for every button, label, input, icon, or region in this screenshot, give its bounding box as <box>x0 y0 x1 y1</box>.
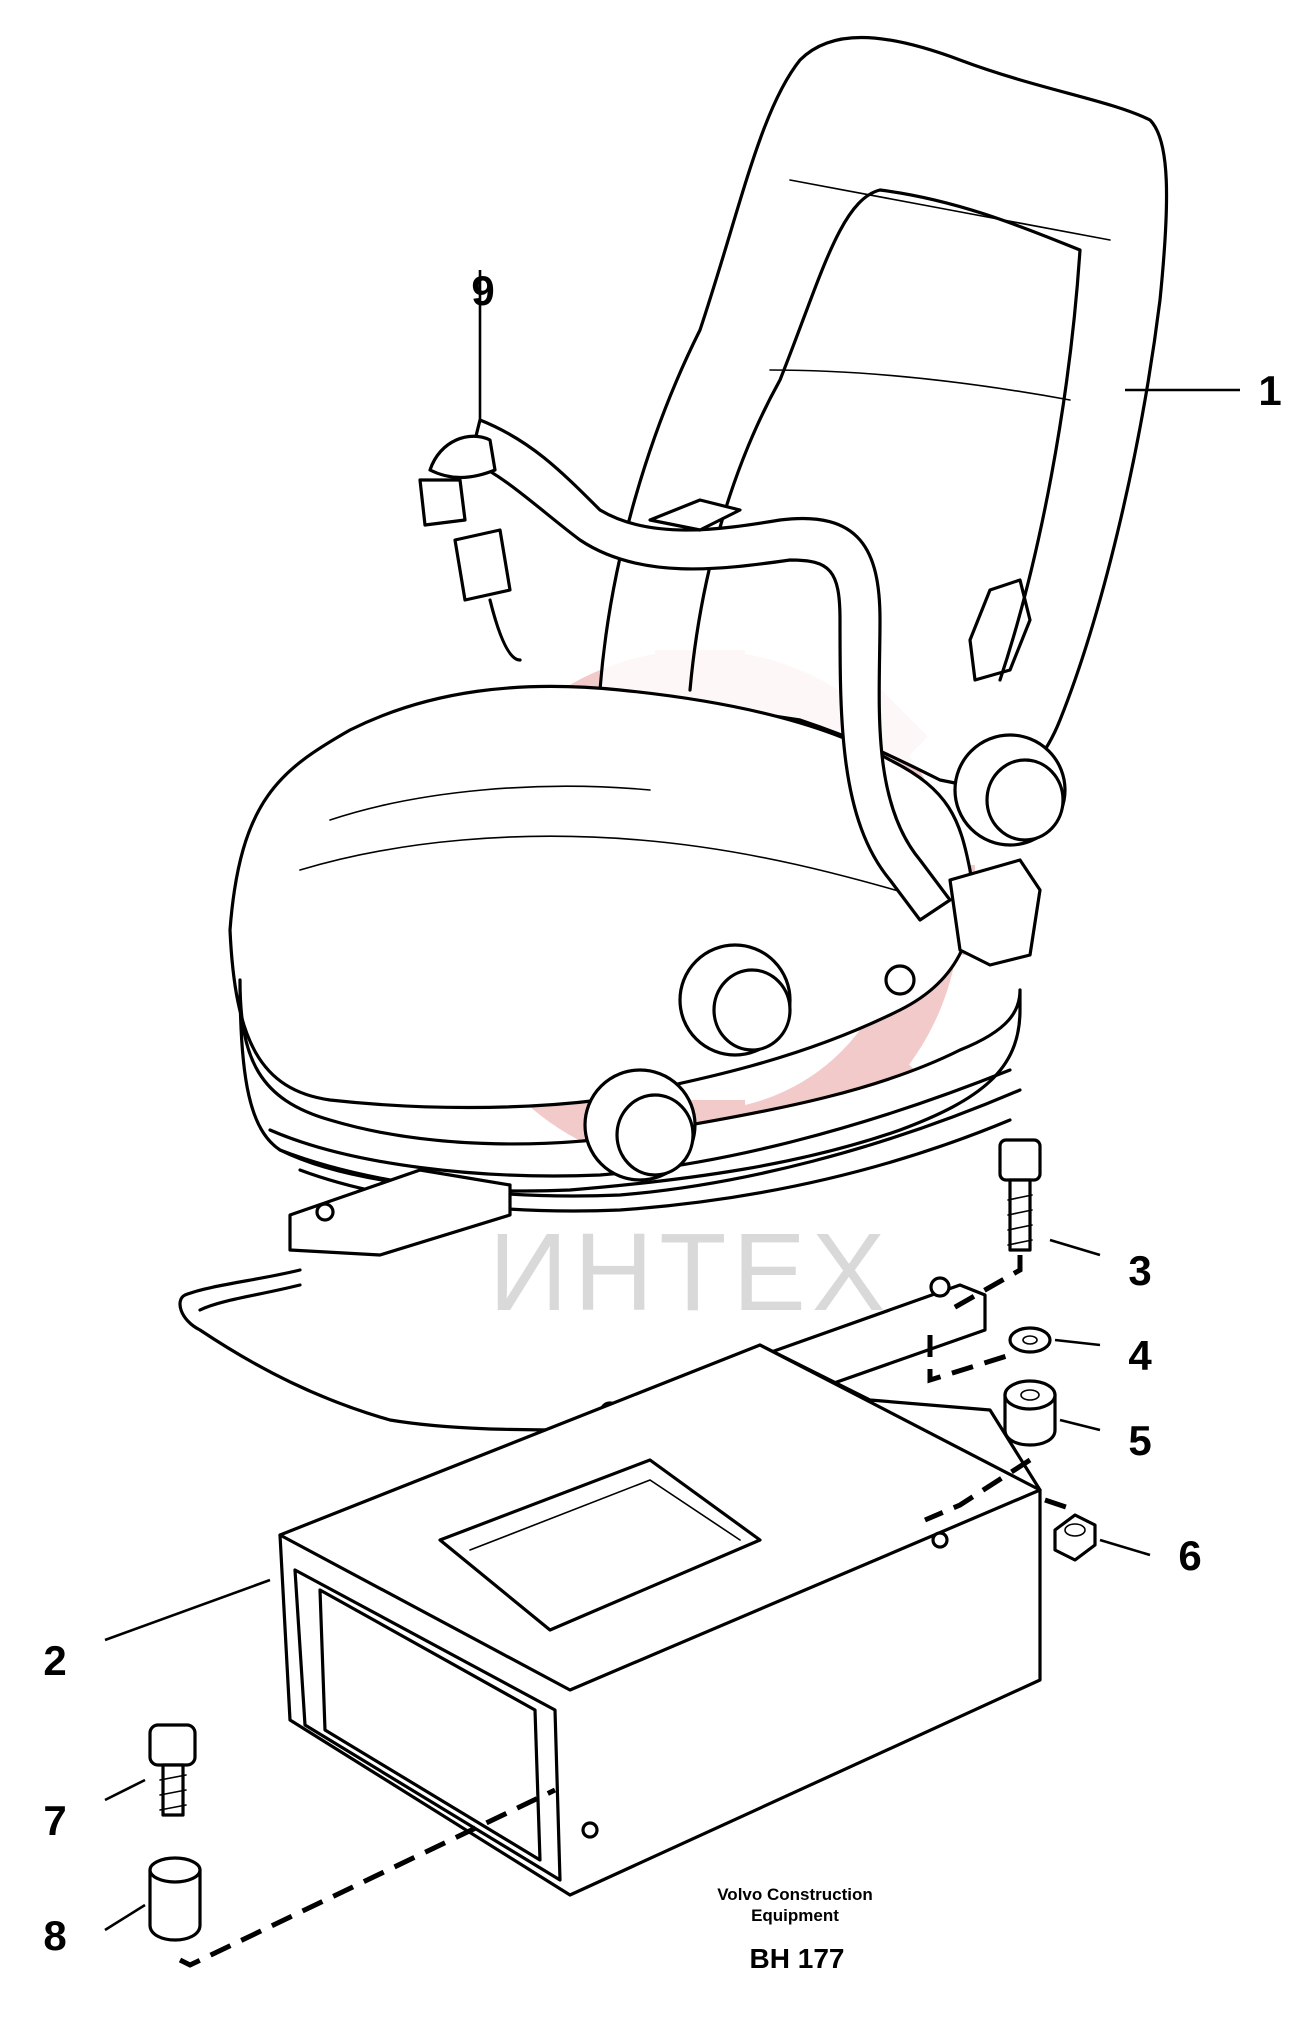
caption-line1: Volvo Construction <box>717 1885 873 1904</box>
callout-2: 2 <box>43 1637 66 1684</box>
callout-1: 1 <box>1258 367 1281 414</box>
part-washer-4 <box>1008 1326 1052 1354</box>
caption-line2: Equipment <box>751 1906 839 1925</box>
adjust-knob-backrest <box>953 733 1067 847</box>
part-seat <box>228 35 1169 1213</box>
part-seat-box <box>278 1343 1042 1897</box>
part-nut-6 <box>1053 1513 1097 1562</box>
callout-8: 8 <box>43 1912 66 1959</box>
drawing-code: BH 177 <box>750 1943 845 1974</box>
adjust-knob-middle <box>678 943 792 1057</box>
part-bolt-7 <box>148 1723 197 1817</box>
callout-7: 7 <box>43 1797 66 1844</box>
adjust-knob-left <box>583 1068 697 1182</box>
part-bolt-3 <box>998 1138 1042 1252</box>
part-spacer-5 <box>1003 1379 1057 1447</box>
leader-lines <box>104 270 1240 1932</box>
watermark-text: ИНТЕХ <box>489 1211 891 1334</box>
callout-5: 5 <box>1128 1417 1151 1464</box>
callout-9: 9 <box>471 267 494 314</box>
part-spacer-8 <box>148 1856 202 1942</box>
callout-4: 4 <box>1128 1332 1152 1379</box>
callout-6: 6 <box>1178 1532 1201 1579</box>
callout-3: 3 <box>1128 1247 1151 1294</box>
assembly-dash-lines <box>178 1255 1076 1968</box>
part-seat-belt <box>418 418 952 922</box>
